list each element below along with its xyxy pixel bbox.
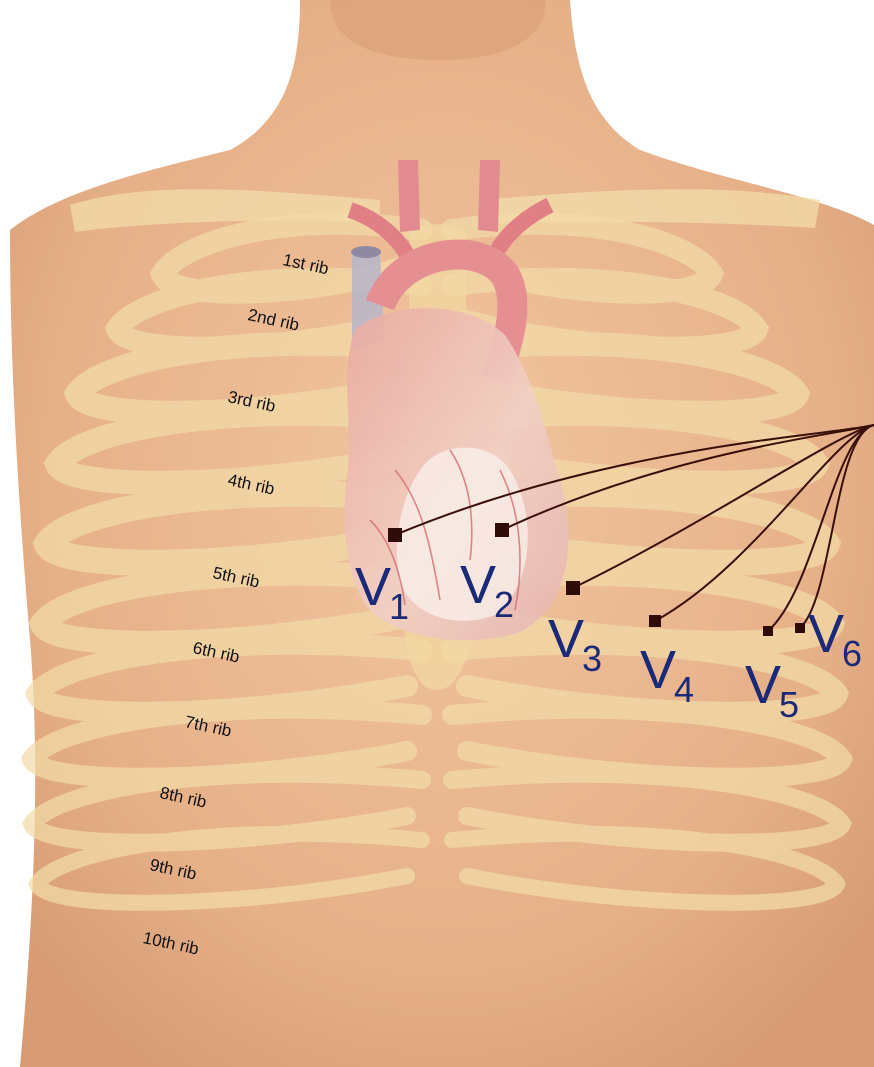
- lead-label-v4: V4: [640, 643, 696, 697]
- electrode-v4: [649, 615, 661, 627]
- electrode-v5: [763, 626, 773, 636]
- electrode-v6: [795, 623, 805, 633]
- electrode-v1: [388, 528, 402, 542]
- electrode-v3: [566, 581, 580, 595]
- lead-label-v1: V1: [355, 560, 411, 614]
- lead-label-v3: V3: [548, 612, 604, 666]
- lead-label-v2: V2: [460, 558, 516, 612]
- electrode-v2: [495, 523, 509, 537]
- lead-label-v5: V5: [745, 658, 801, 712]
- lead-label-v6: V6: [808, 607, 864, 661]
